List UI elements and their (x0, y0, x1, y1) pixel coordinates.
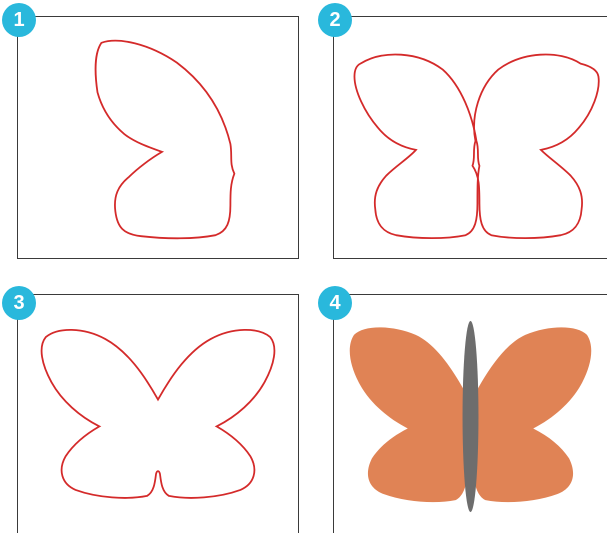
butterfly-body (463, 321, 479, 512)
step-1-badge: 1 (2, 3, 36, 37)
step-3-panel (17, 294, 299, 533)
filled-butterfly (334, 295, 607, 533)
step-4-badge: 4 (318, 286, 352, 320)
butterfly-outline (42, 330, 275, 498)
step-4-panel (333, 294, 607, 533)
wing-outline (96, 41, 235, 239)
step-1-panel (17, 16, 299, 259)
step-2-panel (333, 16, 607, 259)
left-wing-outline (354, 55, 479, 239)
step-3-badge: 3 (2, 286, 36, 320)
right-wing-outline (472, 55, 598, 239)
step-2-badge: 2 (318, 3, 352, 37)
joined-wings-outline (18, 295, 298, 533)
single-wing-outline (18, 17, 298, 258)
two-wings-outline (334, 17, 607, 258)
